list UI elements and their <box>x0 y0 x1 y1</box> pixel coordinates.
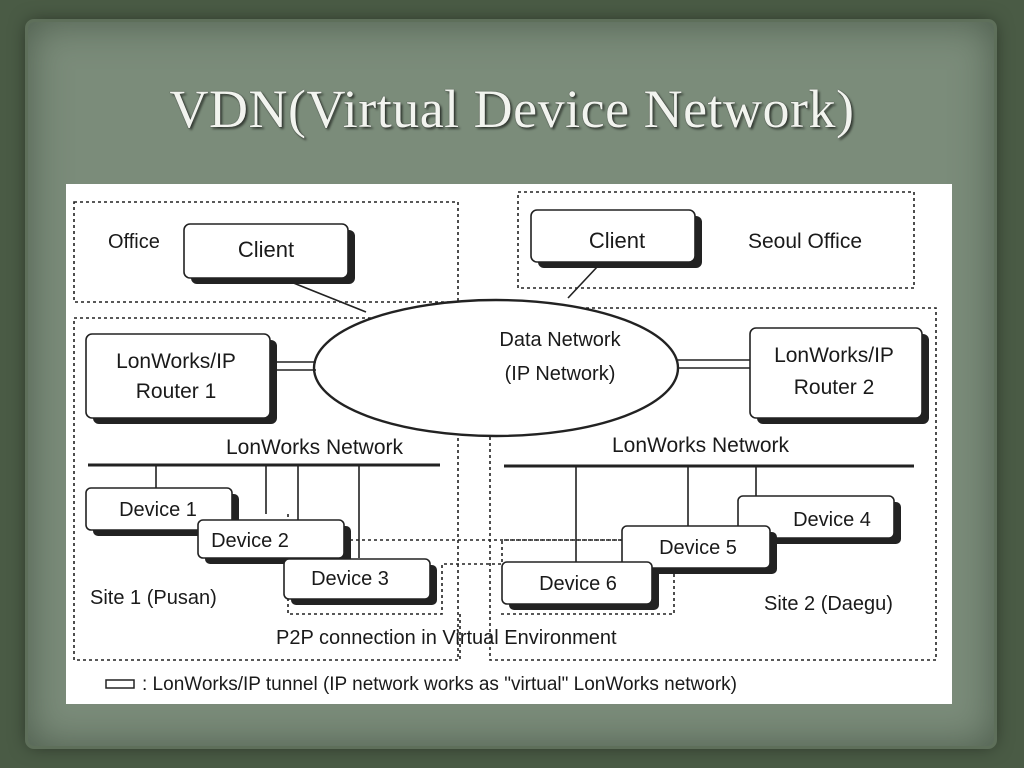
device6-box <box>501 561 653 605</box>
site2-label: Site 2 (Daegu) <box>764 593 893 615</box>
tunnel-router2 <box>677 359 750 369</box>
router1-label-line2: Router 1 <box>136 380 217 403</box>
office-region <box>73 201 459 303</box>
slide-title: VDN(Virtual Device Network) <box>169 79 855 139</box>
client-left-link <box>285 279 367 313</box>
site1-region <box>73 317 459 661</box>
device5-label: Device 5 <box>659 537 737 559</box>
lonworks-network-right-label: LonWorks Network <box>612 434 790 457</box>
site2-region <box>489 307 937 661</box>
device3-box <box>283 558 431 600</box>
device3-label: Device 3 <box>311 568 389 590</box>
tunnel-router1 <box>277 361 316 371</box>
device6-label: Device 6 <box>539 573 617 595</box>
p2p-enclosure <box>287 514 675 615</box>
device1-label: Device 1 <box>119 499 197 521</box>
seoul-office-region <box>517 191 915 289</box>
client-right-label: Client <box>589 228 645 253</box>
router1-label-line1: LonWorks/IP <box>116 350 236 373</box>
data-network-label: Data Network <box>499 329 621 351</box>
seoul-office-label: Seoul Office <box>748 230 862 253</box>
p2p-caption: P2P connection in Virtual Environment <box>276 627 617 649</box>
client-left-label: Client <box>238 237 294 262</box>
client-right-link <box>567 265 599 299</box>
router2-box <box>749 327 923 419</box>
diagram-canvas: .dash { fill:none; stroke:#222; stroke-w… <box>73 191 937 695</box>
lonworks-network-left-label: LonWorks Network <box>226 436 404 459</box>
router1-box <box>85 333 271 419</box>
device5-box <box>621 525 771 569</box>
device4-label: Device 4 <box>793 509 871 531</box>
client-left-box <box>183 223 349 279</box>
data-network-cloud <box>312 298 680 438</box>
site1-label: Site 1 (Pusan) <box>90 587 217 609</box>
tunnel-legend-swatch <box>105 679 135 689</box>
router2-label-line1: LonWorks/IP <box>774 344 894 367</box>
device2-box <box>197 519 345 559</box>
router2-label-line2: Router 2 <box>794 376 875 399</box>
office-label: Office <box>108 231 160 253</box>
network-diagram: .dash { fill:none; stroke:#222; stroke-w… <box>66 184 952 704</box>
device4-box <box>737 495 895 539</box>
client-right-box <box>530 209 696 263</box>
ip-network-label: (IP Network) <box>505 363 616 385</box>
tunnel-legend-text: : LonWorks/IP tunnel (IP network works a… <box>142 674 737 695</box>
device2-label: Device 2 <box>211 530 289 552</box>
device1-box <box>85 487 233 531</box>
